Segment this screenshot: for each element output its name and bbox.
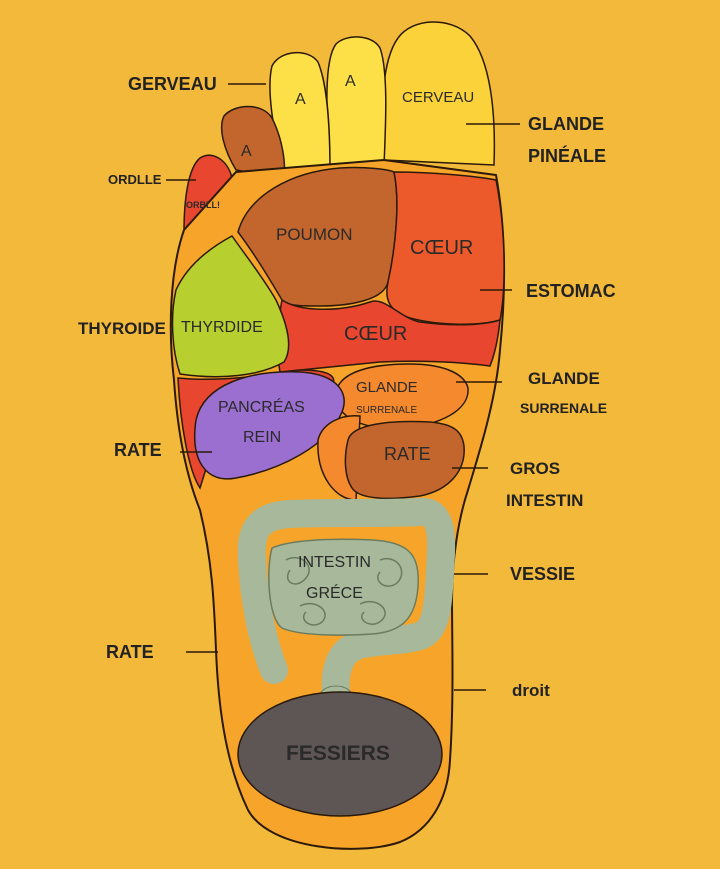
intestine-coils <box>285 557 403 626</box>
outer-label-ordlle: ORDLLE <box>108 172 162 187</box>
leader-lines <box>166 83 520 691</box>
toe-2 <box>326 36 387 166</box>
toe-label-a3: A <box>241 143 252 160</box>
toe-3 <box>269 52 331 173</box>
label-glande: GLANDE <box>356 379 418 396</box>
outer-label-glande-surrenale-1: GLANDE <box>528 369 600 388</box>
intestine-colon <box>237 498 456 708</box>
outer-label-thyroide: THYROIDE <box>78 319 166 338</box>
label-orbll: ORBLL! <box>186 200 220 210</box>
outer-label-rate-left: RATE <box>114 440 162 460</box>
label-coeur-mid: CŒUR <box>344 323 407 345</box>
label-rein: REIN <box>243 429 281 446</box>
zone-pancreas <box>194 371 345 480</box>
label-pancreas: PANCRÉAS <box>218 397 305 416</box>
label-intestin: INTESTIN <box>298 554 371 571</box>
toe-label-a1: A <box>295 91 306 108</box>
label-coeur-top: CŒUR <box>410 237 473 259</box>
outer-label-gerveau: GERVEAU <box>128 74 217 94</box>
zone-rate <box>344 420 465 500</box>
zone-fessiers <box>237 691 443 817</box>
label-poumon: POUMON <box>276 225 353 244</box>
outer-label-rate-bottom: RATE <box>106 642 154 662</box>
label-rate-inner: RATE <box>384 444 431 464</box>
label-fessiers: FESSIERS <box>286 742 390 765</box>
outer-label-droit: droit <box>512 681 550 700</box>
label-cerveau: CERVEAU <box>402 89 474 106</box>
outer-label-gros-intestin-2: INTESTIN <box>506 491 583 510</box>
outer-label-vessie: VESSIE <box>510 564 575 584</box>
outer-label-gros-intestin-1: GROS <box>510 459 560 478</box>
toe-label-a2: A <box>345 73 356 90</box>
toe-4 <box>220 105 286 179</box>
label-grece: GRÉCE <box>306 583 363 602</box>
label-surrenale: SURRENALE <box>356 405 417 416</box>
zone-thyroide <box>171 235 290 378</box>
outer-label-glande-pineale-2: PINÉALE <box>528 145 606 166</box>
outer-label-glande-pineale-1: GLANDE <box>528 114 604 134</box>
outer-label-glande-surrenale-2: SURRENALE <box>520 400 607 416</box>
outer-label-estomac: ESTOMAC <box>526 281 616 301</box>
label-thyrdide: THYRDIDE <box>181 319 263 336</box>
